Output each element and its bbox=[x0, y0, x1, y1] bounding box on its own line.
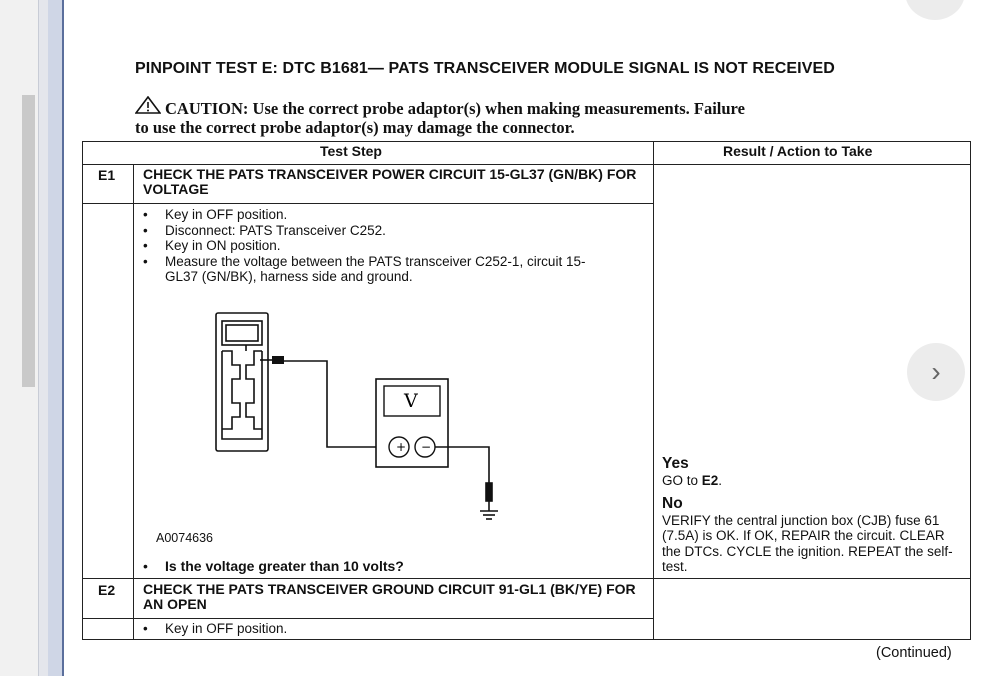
e1-result: Yes GO to E2. No VERIFY the central junc… bbox=[662, 455, 967, 575]
ground-wire bbox=[435, 446, 490, 483]
list-item: Key in ON position. bbox=[143, 238, 605, 254]
voltmeter: + − V bbox=[375, 378, 449, 468]
id-column-divider bbox=[133, 164, 134, 640]
yes-action: GO to E2. bbox=[662, 473, 723, 488]
scrollbar-thumb[interactable] bbox=[22, 95, 35, 387]
page-edge bbox=[38, 0, 49, 676]
svg-text:−: − bbox=[421, 440, 431, 454]
caution-text-line2: to use the correct probe adaptor(s) may … bbox=[135, 118, 575, 137]
header-result: Result / Action to Take bbox=[723, 143, 873, 159]
no-label: No bbox=[662, 494, 683, 512]
test-question: Is the voltage greater than 10 volts? bbox=[143, 558, 404, 574]
header-test-step: Test Step bbox=[320, 143, 382, 159]
page-title: PINPOINT TEST E: DTC B1681— PATS TRANSCE… bbox=[135, 60, 835, 77]
goto-e2-link[interactable]: E2 bbox=[701, 473, 719, 488]
list-item: Measure the voltage between the PATS tra… bbox=[143, 254, 605, 285]
ground-icon bbox=[480, 482, 498, 520]
probe-wire bbox=[284, 360, 392, 448]
svg-text:+: + bbox=[396, 440, 406, 454]
step-id-e1: E1 bbox=[98, 167, 116, 183]
list-item: Key in OFF position. bbox=[143, 621, 287, 636]
no-action: VERIFY the central junction box (CJB) fu… bbox=[662, 512, 953, 575]
step-id-e2: E2 bbox=[98, 582, 116, 598]
warning-triangle-icon bbox=[134, 95, 165, 119]
chevron-right-icon: › bbox=[931, 356, 941, 387]
list-item: Key in OFF position. bbox=[143, 207, 605, 223]
list-item: Disconnect: PATS Transceiver C252. bbox=[143, 223, 605, 239]
step-title-e2: CHECK THE PATS TRANSCEIVER GROUND CIRCUI… bbox=[143, 581, 636, 612]
e1-instructions: Key in OFF position. Disconnect: PATS Tr… bbox=[143, 207, 605, 285]
next-page-button[interactable]: › bbox=[907, 343, 965, 401]
voltage-measurement-diagram: + − V bbox=[215, 312, 498, 520]
connector-c252 bbox=[215, 312, 269, 452]
pinpoint-test-table bbox=[82, 141, 971, 640]
figure-code: A0074636 bbox=[156, 531, 214, 545]
close-button[interactable] bbox=[905, 0, 965, 20]
probe bbox=[260, 356, 284, 364]
e2-divider bbox=[82, 578, 971, 579]
meter-label: V bbox=[403, 390, 418, 412]
column-divider bbox=[653, 141, 654, 640]
caution-notice: CAUTION: Use the correct probe adaptor(s… bbox=[134, 95, 745, 119]
e1-title-divider bbox=[82, 203, 654, 204]
step-title-e1: CHECK THE PATS TRANSCEIVER POWER CIRCUIT… bbox=[143, 166, 637, 197]
e2-title-divider bbox=[82, 618, 654, 619]
page-border bbox=[48, 0, 64, 676]
header-divider bbox=[82, 164, 971, 165]
yes-label: Yes bbox=[662, 455, 689, 472]
continued-note: (Continued) bbox=[876, 645, 952, 661]
caution-text-line1: CAUTION: Use the correct probe adaptor(s… bbox=[165, 99, 745, 118]
